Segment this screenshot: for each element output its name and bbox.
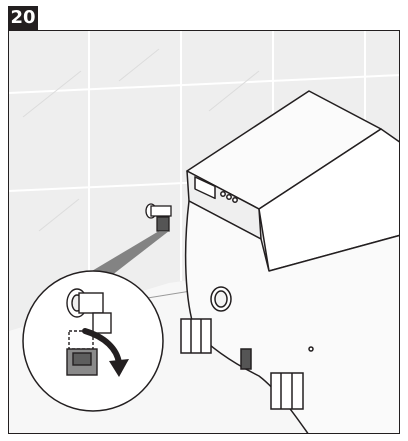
zoom-detail: [22, 270, 164, 412]
step-number-badge: 20: [8, 6, 38, 30]
rotation-arrow: [82, 328, 122, 366]
support-feet: [180, 318, 304, 410]
toilet-unit: [184, 90, 399, 433]
wall-angle-valve: [145, 203, 172, 232]
illustration-panel: [8, 30, 400, 434]
illustration-canvas: [9, 31, 399, 433]
wall-reflections: [22, 48, 260, 232]
arrow-head: [109, 359, 129, 377]
